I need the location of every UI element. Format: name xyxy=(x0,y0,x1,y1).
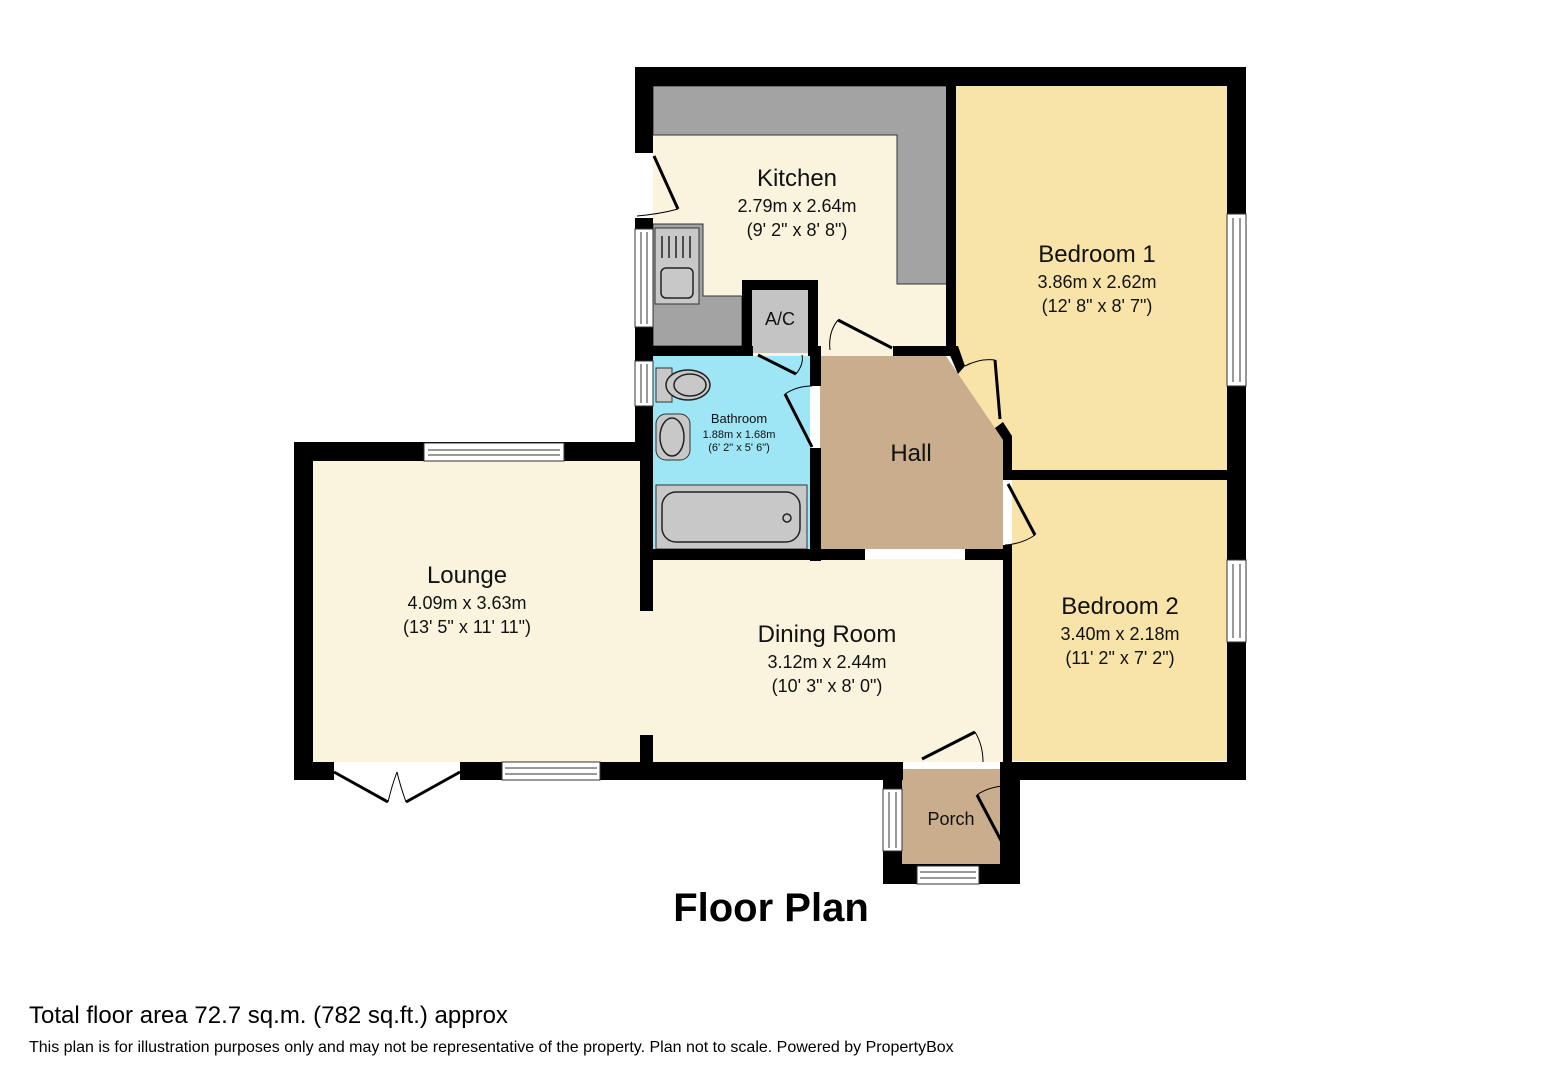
bedroom2-name: Bedroom 2 xyxy=(1061,593,1178,620)
window-bedroom2 xyxy=(1226,559,1247,643)
door-lounge-french[interactable] xyxy=(333,770,461,804)
window-kitchen xyxy=(634,228,654,328)
window-bathroom xyxy=(634,360,654,407)
total-floor-area: Total floor area 72.7 sq.m. (782 sq.ft.)… xyxy=(29,1002,508,1029)
lounge-imperial: (13' 5" x 11' 11") xyxy=(403,617,531,637)
disclaimer-text: This plan is for illustration purposes o… xyxy=(29,1039,954,1056)
dining-room-imperial: (10' 3" x 8' 0") xyxy=(772,676,883,696)
bedroom1-imperial: (12' 8" x 8' 7") xyxy=(1042,296,1153,316)
window-porch-side xyxy=(882,788,903,852)
bath-icon xyxy=(655,484,808,550)
hall-floor[interactable] xyxy=(820,356,1003,549)
bedroom2-imperial: (11' 2" x 7' 2") xyxy=(1065,648,1174,668)
door-bathroom[interactable] xyxy=(783,385,814,448)
window-porch-front xyxy=(916,865,980,885)
bedroom1-name: Bedroom 1 xyxy=(1038,241,1155,268)
lounge-floor[interactable] xyxy=(313,461,648,762)
room-fills xyxy=(313,85,1227,864)
kitchen-name: Kitchen xyxy=(757,165,837,192)
toilet-icon xyxy=(665,369,711,401)
bedroom1-metric: 3.86m x 2.62m xyxy=(1037,272,1156,292)
bedroom1-floor[interactable] xyxy=(956,86,1227,470)
ac-cupboard-name: A/C xyxy=(765,309,795,329)
door-kitchen-back[interactable] xyxy=(636,155,680,217)
doors xyxy=(333,155,1037,849)
door-bedroom2[interactable] xyxy=(1004,483,1037,546)
ac-cupboard-floor[interactable] xyxy=(752,290,808,353)
window-bedroom1 xyxy=(1226,213,1247,387)
dining-room-floor[interactable] xyxy=(648,559,1003,762)
bedroom2-metric: 3.40m x 2.18m xyxy=(1060,624,1179,644)
bathroom-name: Bathroom xyxy=(711,411,767,426)
hall-name: Hall xyxy=(890,440,931,467)
dining-room-name: Dining Room xyxy=(758,621,897,648)
lounge-metric: 4.09m x 3.63m xyxy=(407,593,526,613)
porch-name: Porch xyxy=(927,809,974,829)
kitchen-metric: 2.79m x 2.64m xyxy=(737,196,856,216)
dining-room-metric: 3.12m x 2.44m xyxy=(767,652,886,672)
door-ac[interactable] xyxy=(757,353,803,376)
lounge-name: Lounge xyxy=(427,562,507,589)
door-porch-dining[interactable] xyxy=(921,730,984,763)
window-lounge-top xyxy=(423,442,565,462)
windows xyxy=(423,213,1247,885)
bathroom-metric: 1.88m x 1.68m xyxy=(703,429,776,441)
window-lounge-bottom xyxy=(501,761,601,781)
door-kitchen-hall[interactable] xyxy=(829,318,893,351)
basin-icon xyxy=(655,413,691,461)
kitchen-imperial: (9' 2" x 8' 8") xyxy=(747,220,848,240)
door-front[interactable] xyxy=(975,784,1019,849)
plan-title: Floor Plan xyxy=(673,886,869,930)
room-labels: Kitchen 2.79m x 2.64m (9' 2" x 8' 8") Be… xyxy=(403,165,1180,829)
bath-drain-icon xyxy=(782,513,792,523)
bedroom2-floor[interactable] xyxy=(1012,480,1227,761)
sink-bowl-icon xyxy=(660,267,694,299)
door-bedroom1[interactable] xyxy=(964,359,1002,420)
bathroom-imperial: (6' 2" x 5' 6") xyxy=(708,442,770,454)
drainer-icon xyxy=(661,236,691,258)
